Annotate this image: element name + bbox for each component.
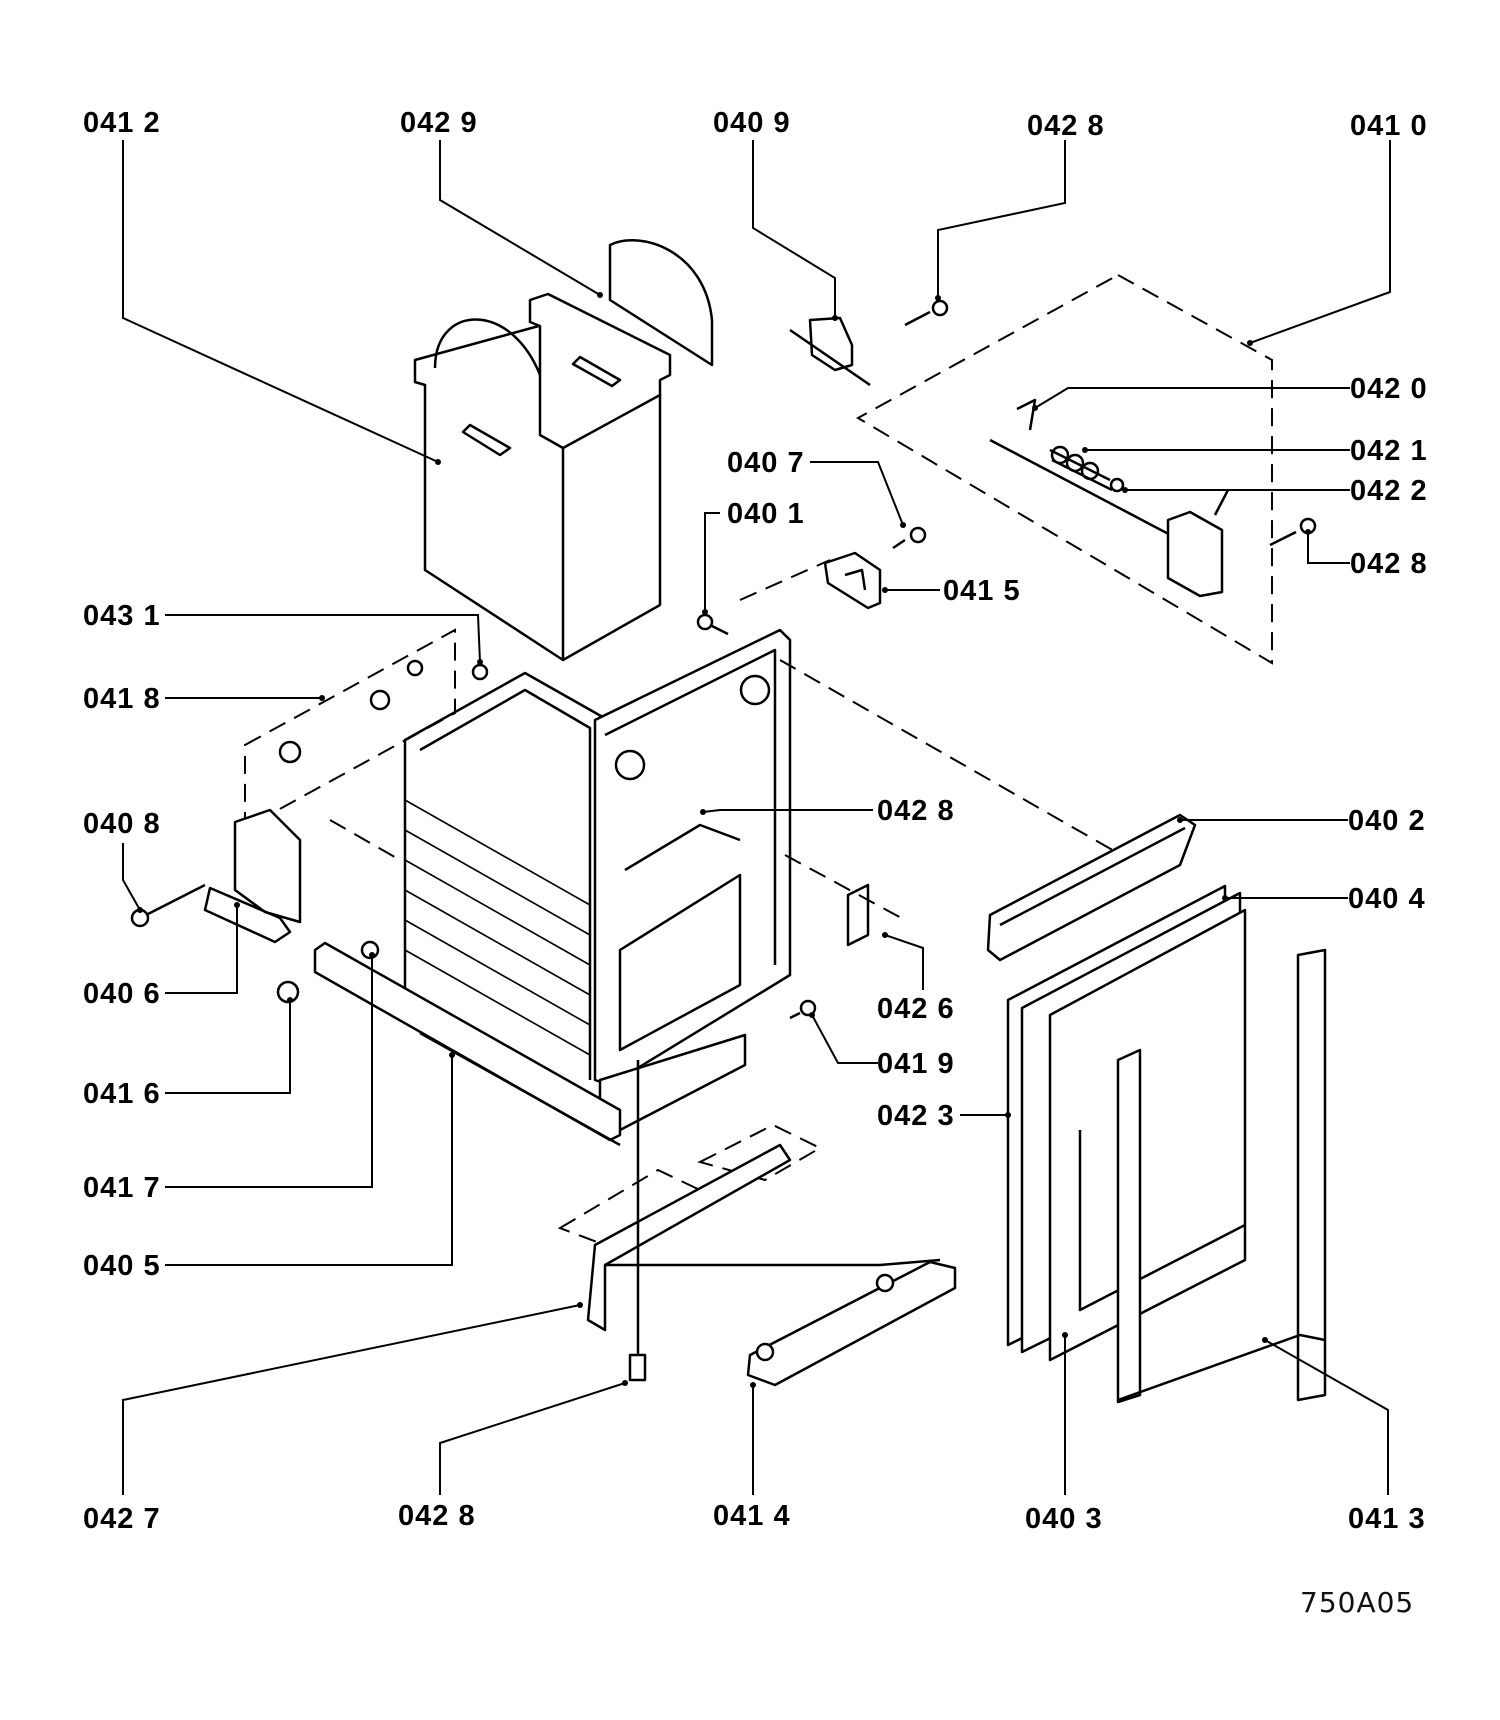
- part-latch-assembly: [855, 273, 1317, 665]
- callout-0404: 040 4: [1348, 883, 1426, 915]
- part-bottom-rail: [313, 941, 622, 1147]
- callout-0431: 043 1: [83, 600, 161, 632]
- part-door-panels: [1006, 884, 1327, 1404]
- callout-0421: 042 1: [1350, 435, 1428, 467]
- callout-0428-mid: 042 8: [877, 795, 955, 827]
- callout-0405: 040 5: [83, 1250, 161, 1282]
- callout-0423: 042 3: [877, 1100, 955, 1132]
- part-bracket-0415: [696, 526, 927, 636]
- callout-0428-top: 042 8: [1027, 110, 1105, 142]
- callout-0403: 040 3: [1025, 1503, 1103, 1535]
- callout-0407: 040 7: [727, 447, 805, 479]
- callout-0428-bottom: 042 8: [398, 1500, 476, 1532]
- callout-0408: 040 8: [83, 808, 161, 840]
- part-door-rail: [784, 813, 1197, 1020]
- callout-0426: 042 6: [877, 993, 955, 1025]
- part-basket: [413, 239, 714, 662]
- callout-0416: 041 6: [83, 1078, 161, 1110]
- callout-0413: 041 3: [1348, 1503, 1426, 1535]
- leader-lines: [122, 140, 1391, 1495]
- callout-0422: 042 2: [1350, 475, 1428, 507]
- part-cabinet: [329, 628, 1131, 1132]
- callout-0402: 040 2: [1348, 805, 1426, 837]
- callout-0428-right: 042 8: [1350, 548, 1428, 580]
- callout-0420: 042 0: [1350, 373, 1428, 405]
- part-drawer: [557, 1060, 957, 1387]
- callout-0418: 041 8: [83, 683, 161, 715]
- callout-0415: 041 5: [943, 575, 1021, 607]
- callout-0410: 041 0: [1350, 110, 1428, 142]
- callout-0417: 041 7: [83, 1172, 161, 1204]
- parts-drawing: [130, 239, 1327, 1404]
- callout-0401: 040 1: [727, 498, 805, 530]
- callout-0406: 040 6: [83, 978, 161, 1010]
- callout-0414: 041 4: [713, 1500, 791, 1532]
- callout-0419: 041 9: [877, 1048, 955, 1080]
- callout-0429: 042 9: [400, 107, 478, 139]
- callout-0427: 042 7: [83, 1503, 161, 1535]
- drawing-reference: 750A05: [1300, 1586, 1414, 1619]
- callout-labels: 041 2 042 9 040 9 042 8 041 0 042 0 042 …: [83, 107, 1428, 1535]
- callout-0409: 040 9: [713, 107, 791, 139]
- callout-0412: 041 2: [83, 107, 161, 139]
- part-left-fixings: [130, 628, 489, 1004]
- part-hinge-top: [789, 299, 949, 387]
